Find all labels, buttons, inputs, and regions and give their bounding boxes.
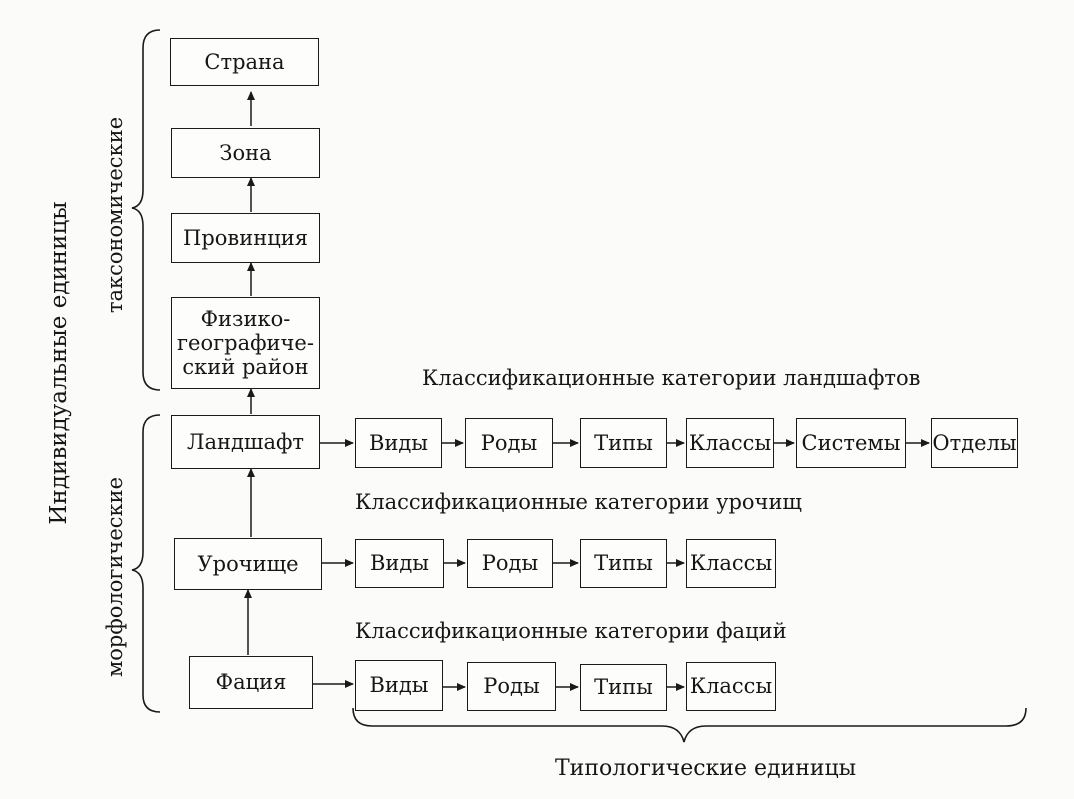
label-morphological-wrap: морфологические (100, 477, 130, 677)
caption-tract-categories: Классификационные категории урочищ (355, 490, 802, 514)
tract-cat-1: Роды (467, 539, 553, 588)
label-individual-units-wrap: Индивидуальные единицы (44, 193, 74, 533)
landscape-cat-2: Типы (580, 418, 667, 468)
label-morphological: морфологические (103, 476, 127, 678)
tract-cat-0: Виды (355, 539, 444, 588)
label-taxonomic: таксономические (103, 116, 127, 314)
landscape-cat-0: Виды (355, 418, 442, 468)
facies-cat-1: Роды (467, 662, 556, 711)
caption-landscape-categories: Классификационные категории ландшафтов (422, 366, 921, 390)
box-country: Страна (170, 38, 319, 86)
landscape-cat-3: Классы (686, 418, 774, 468)
box-tract: Урочище (174, 538, 322, 590)
box-facies: Фация (189, 656, 313, 709)
landscape-cat-4: Системы (796, 418, 906, 468)
tract-cat-3: Классы (686, 539, 776, 588)
box-province: Провинция (171, 213, 320, 263)
landscape-cat-1: Роды (465, 418, 553, 468)
label-typological-units: Типологические единицы (555, 756, 857, 781)
label-individual-units: Индивидуальные единицы (46, 201, 72, 525)
brace-taxonomic (131, 29, 161, 391)
caption-facies-categories: Классификационные категории фаций (355, 619, 787, 643)
brace-typological (352, 707, 1027, 743)
facies-cat-0: Виды (355, 660, 443, 711)
box-physico-geographic-district: Физико- географиче- ский район (171, 297, 320, 389)
landscape-cat-5: Отделы (931, 418, 1018, 468)
box-zone: Зона (171, 128, 320, 178)
tract-cat-2: Типы (580, 539, 667, 588)
facies-cat-2: Типы (580, 664, 667, 711)
box-landscape: Ландшафт (171, 415, 320, 469)
brace-morphological (131, 414, 161, 713)
label-taxonomic-wrap: таксономические (100, 115, 130, 315)
facies-cat-3: Классы (686, 662, 776, 711)
